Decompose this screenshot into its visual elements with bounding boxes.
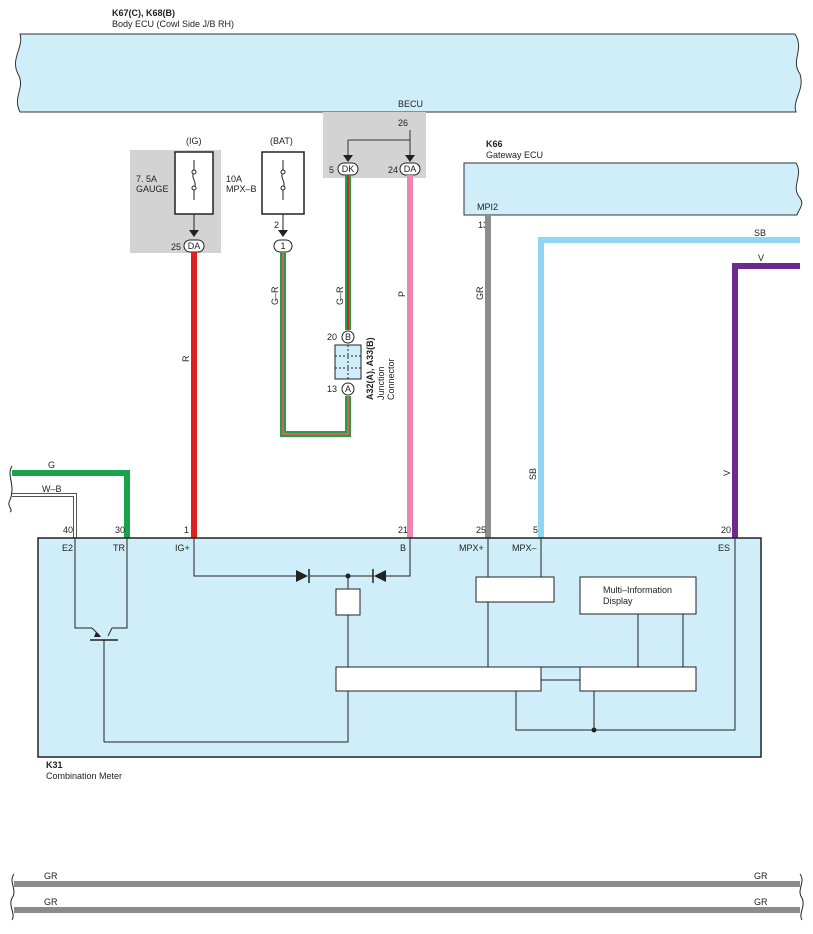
da-pin: 24: [388, 165, 398, 175]
driver-block: [579, 666, 697, 692]
pin-num-tr: 30: [115, 525, 125, 535]
pin-name-mpx-minus: MPX–: [512, 543, 537, 553]
label-sb-top: SB: [754, 228, 766, 238]
connector-bat-1-label: 1: [280, 241, 285, 251]
body-ecu-name: Body ECU (Cowl Side J/B RH): [112, 19, 234, 29]
label-sb: SB: [528, 468, 538, 480]
bus-label-left1: GR: [44, 871, 58, 881]
arrow-icon: [278, 230, 288, 237]
junction-pin-bottom: 13: [327, 384, 337, 394]
cut-icon: [10, 873, 15, 921]
label-v: V: [722, 470, 732, 476]
bat-fuse-label2: MPX–B: [226, 184, 257, 194]
gateway-code: K66: [486, 139, 503, 149]
junction-conn-a: [341, 382, 355, 396]
cut-icon: [8, 465, 13, 513]
pin-name-mpx-plus: MPX+: [459, 543, 484, 553]
ig-group-label: (IG): [186, 136, 202, 146]
pin-name-tr: TR: [113, 543, 125, 553]
fuse-dot: [280, 169, 286, 175]
connector-da-label: DA: [404, 164, 417, 174]
connector-dk-label: DK: [342, 164, 355, 174]
junction-conn-b-label: B: [345, 332, 351, 342]
dk-pin: 5: [329, 165, 334, 175]
combination-meter-box: [37, 537, 762, 758]
bus-label-right2: GR: [754, 897, 768, 907]
arrow-icon: [189, 230, 199, 237]
pin-name-e2: E2: [62, 543, 73, 553]
diode-icon: [374, 570, 386, 582]
gateway-name: Gateway ECU: [486, 150, 543, 160]
pin-name-b: B: [400, 543, 406, 553]
mid-label2: Display: [603, 596, 633, 606]
bat-group-label: (BAT): [270, 136, 293, 146]
pin-num-es: 20: [721, 525, 731, 535]
junction-pin-top: 20: [327, 332, 337, 342]
wire-highlight: [282, 252, 349, 435]
ig-pin: 25: [171, 242, 181, 252]
pin-num-mpx-minus: 5: [533, 525, 538, 535]
wire-g-r-bat-stripe: [282, 252, 349, 435]
label-g: G: [48, 460, 55, 470]
junction-name2: Connector: [386, 358, 396, 400]
bat-pin: 2: [274, 220, 279, 230]
label-g-r-2: G–R: [335, 286, 345, 305]
label-p: P: [397, 291, 407, 297]
label-g-r-1: G–R: [270, 286, 280, 305]
junction-name1: Junction: [376, 366, 386, 400]
ig-fuse-label2: GAUGE: [136, 184, 169, 194]
pin-num-b: 21: [398, 525, 408, 535]
meter-circuit: [74, 538, 736, 743]
ig-fuse-label1: 7. 5A: [136, 174, 157, 184]
label-w-b: W–B: [42, 484, 62, 494]
body-ecu-code: K67(C), K68(B): [112, 8, 175, 18]
body-ecu-box: [15, 33, 802, 113]
diode-icon: [296, 570, 308, 582]
wire-g-r-bat: [280, 252, 351, 437]
wire-w-b-inner: [12, 494, 76, 538]
pin-num-mpx-plus: 25: [476, 525, 486, 535]
wire-sb: [538, 237, 800, 538]
wire-g: [12, 470, 130, 538]
connector-ig-da-label: DA: [188, 241, 201, 251]
junction-conn-b: [341, 330, 355, 344]
junction-dot: [591, 727, 597, 733]
bus-label-left2: GR: [44, 897, 58, 907]
fuse-dot: [191, 185, 197, 191]
meter-name: Combination Meter: [46, 771, 122, 781]
regulator-block: [335, 588, 361, 616]
label-gr: GR: [475, 286, 485, 300]
arrow-icon: [94, 632, 101, 637]
pin-name-ig: IG+: [175, 543, 190, 553]
arrow-icon: [343, 155, 353, 162]
mpx-block: [475, 576, 555, 603]
junction-conn-a-label: A: [345, 384, 351, 394]
mid-label1: Multi–Information: [603, 585, 672, 595]
multi-info-display: [579, 576, 697, 615]
junction-dot: [345, 573, 351, 579]
label-v-top: V: [758, 253, 764, 263]
gateway-ecu-box: [463, 162, 803, 216]
fuse-dot: [280, 185, 286, 191]
bat-fuse-label1: 10A: [226, 174, 242, 184]
pin-num-ig: 1: [184, 525, 189, 535]
pin-name-es: ES: [718, 543, 730, 553]
cpu-block: [335, 666, 542, 692]
becu-pin-26: 26: [398, 118, 408, 128]
fuse-dot: [191, 169, 197, 175]
becu-label: BECU: [398, 99, 423, 109]
arrow-icon: [405, 155, 415, 162]
label-r: R: [181, 355, 191, 362]
gateway-pin: 13: [478, 220, 488, 230]
cut-icon: [799, 873, 804, 921]
meter-code: K31: [46, 760, 63, 770]
junction-codes: A32(A), A33(B): [365, 337, 375, 400]
pin-num-e2: 40: [63, 525, 73, 535]
bus-label-right1: GR: [754, 871, 768, 881]
gateway-terminal: MPI2: [477, 202, 498, 212]
wire-v: [732, 263, 800, 538]
